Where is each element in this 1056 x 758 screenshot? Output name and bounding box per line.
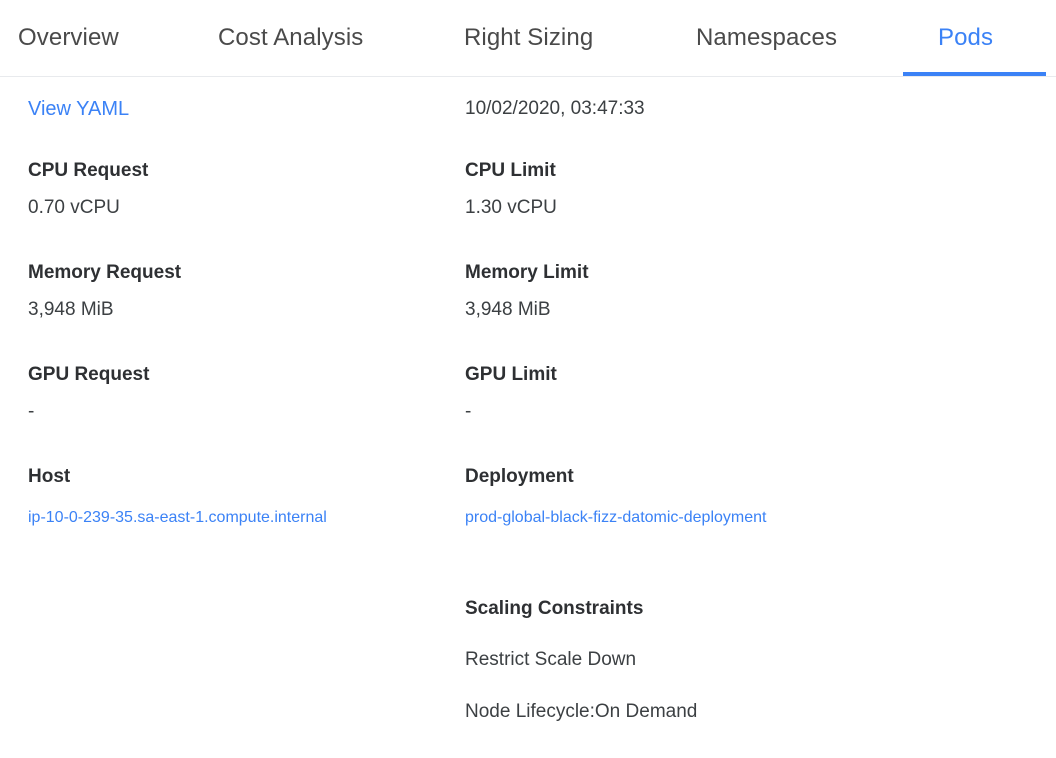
constraint-restrict-scale-down: Restrict Scale Down: [465, 649, 637, 670]
field-label: Memory Request: [28, 262, 182, 283]
last-updated-timestamp: 10/02/2020, 03:47:33: [465, 98, 645, 119]
tab-pods[interactable]: Pods: [938, 0, 993, 76]
field-memory-request: Memory Request 3,948 MiB: [28, 261, 181, 323]
field-deployment: Deployment prod-global-black-fizz-datomi…: [465, 465, 766, 534]
tab-namespaces[interactable]: Namespaces: [696, 0, 837, 76]
deployment-link[interactable]: prod-global-black-fizz-datomic-deploymen…: [465, 509, 767, 526]
field-gpu-request: GPU Request -: [28, 363, 149, 425]
field-value: 1.30 vCPU: [465, 197, 557, 218]
tab-cost-analysis[interactable]: Cost Analysis: [218, 0, 363, 76]
timestamp-row: 10/02/2020, 03:47:33: [465, 96, 645, 122]
section-scaling-constraints: Scaling Constraints Restrict Scale Down …: [465, 597, 697, 725]
field-label: Deployment: [465, 466, 574, 487]
field-value: -: [28, 401, 35, 422]
constraint-node-lifecycle: Node Lifecycle:On Demand: [465, 701, 698, 722]
field-label: CPU Request: [28, 160, 149, 181]
host-link[interactable]: ip-10-0-239-35.sa-east-1.compute.interna…: [28, 509, 327, 526]
field-label: Memory Limit: [465, 262, 589, 283]
tab-overview[interactable]: Overview: [18, 0, 119, 76]
field-value: -: [465, 401, 472, 422]
section-heading: Scaling Constraints: [465, 598, 644, 619]
tab-bar: Overview Cost Analysis Right Sizing Name…: [0, 0, 1056, 77]
field-cpu-limit: CPU Limit 1.30 vCPU: [465, 159, 557, 221]
field-cpu-request: CPU Request 0.70 vCPU: [28, 159, 148, 221]
field-value: 3,948 MiB: [28, 299, 114, 320]
field-label: GPU Request: [28, 364, 150, 385]
view-yaml-row: View YAML: [28, 96, 129, 122]
field-value: 3,948 MiB: [465, 299, 551, 320]
field-gpu-limit: GPU Limit -: [465, 363, 557, 425]
field-host: Host ip-10-0-239-35.sa-east-1.compute.in…: [28, 465, 327, 534]
active-tab-indicator: [903, 72, 1046, 76]
field-label: CPU Limit: [465, 160, 556, 181]
tab-right-sizing[interactable]: Right Sizing: [464, 0, 593, 76]
view-yaml-link[interactable]: View YAML: [28, 98, 130, 120]
field-memory-limit: Memory Limit 3,948 MiB: [465, 261, 589, 323]
field-label: GPU Limit: [465, 364, 557, 385]
field-label: Host: [28, 466, 71, 487]
field-value: 0.70 vCPU: [28, 197, 120, 218]
